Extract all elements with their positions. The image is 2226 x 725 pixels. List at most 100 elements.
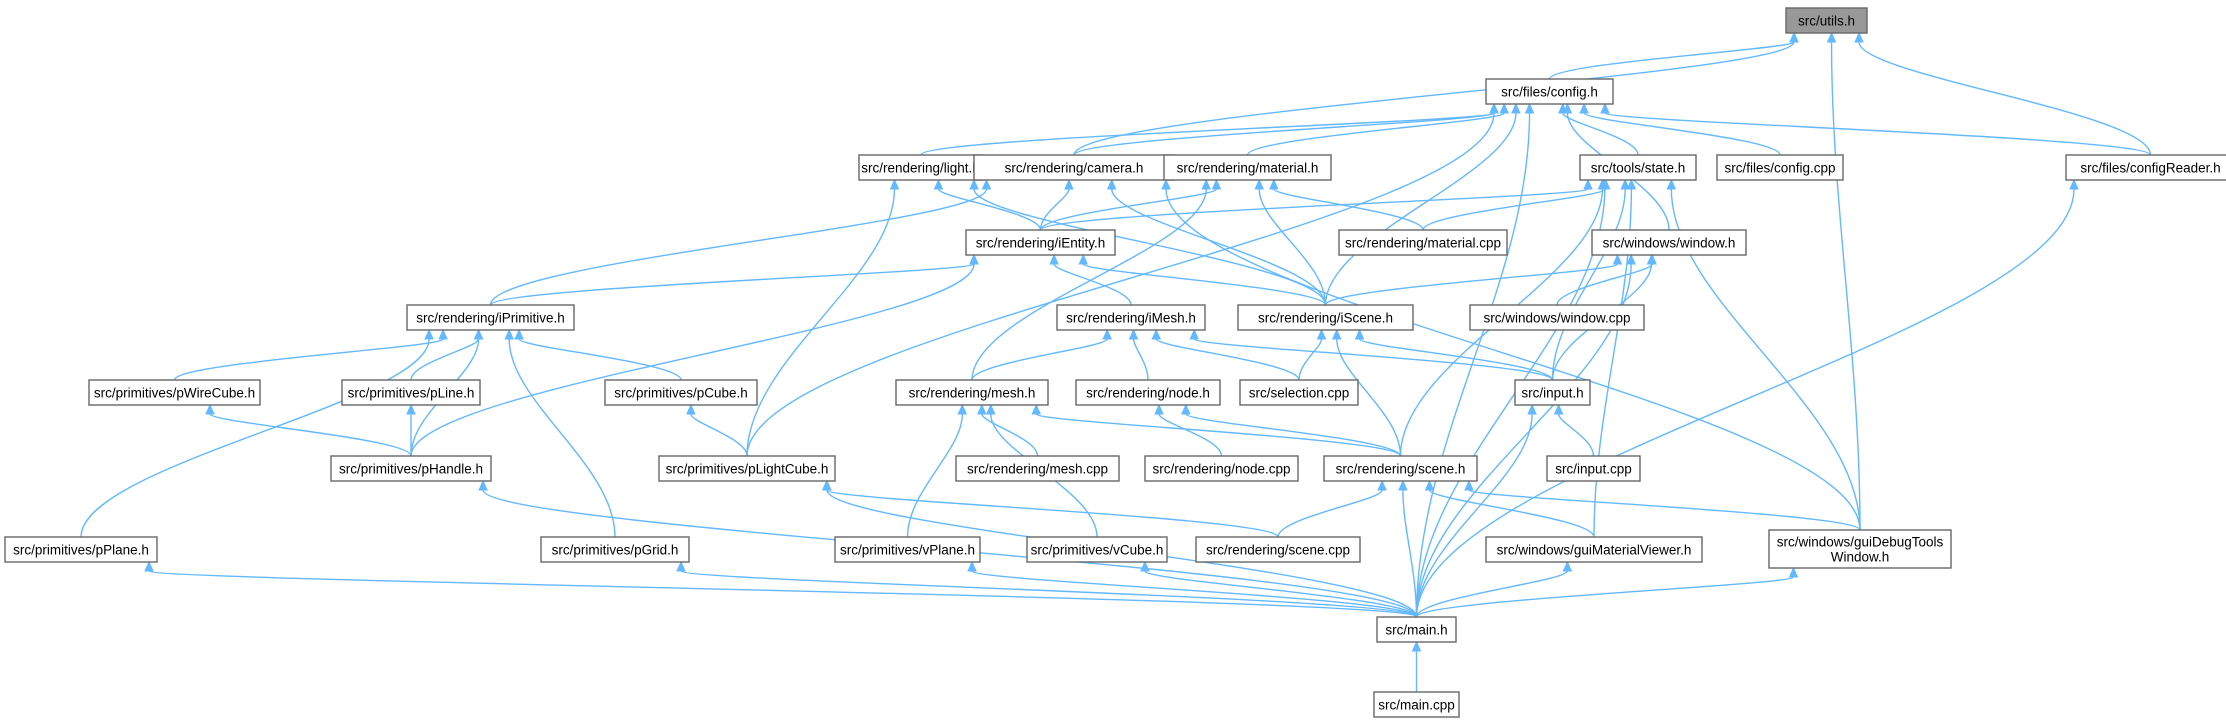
file-node-material[interactable]: src/rendering/material.h — [1163, 154, 1332, 181]
file-node-pWireCube[interactable]: src/primitives/pWireCube.h — [88, 379, 261, 406]
edge-line — [1415, 413, 1533, 618]
edge-scenecpp-to-scene — [1277, 479, 1387, 538]
node-box — [1485, 78, 1614, 105]
edge-arrowhead — [1151, 328, 1161, 340]
edge-line — [1298, 338, 1323, 381]
file-node-meshcpp[interactable]: src/rendering/mesh.cpp — [955, 455, 1120, 482]
edge-arrowhead — [1620, 178, 1630, 190]
edge-arrowhead — [1489, 102, 1499, 114]
file-node-window[interactable]: src/windows/window.h — [1591, 229, 1747, 256]
file-node-vPlane[interactable]: src/primitives/vPlane.h — [834, 536, 981, 563]
file-node-configcpp[interactable]: src/files/config.cpp — [1716, 154, 1844, 181]
edge-line — [1415, 188, 2075, 618]
file-node-camera[interactable]: src/rendering/camera.h — [973, 154, 1175, 181]
edge-line — [1073, 41, 1795, 156]
file-node-nodecpp[interactable]: src/rendering/node.cpp — [1144, 455, 1299, 482]
edge-line — [1858, 41, 2152, 156]
edge-line — [1428, 489, 1595, 538]
edge-arrowhead — [1826, 31, 1837, 43]
edge-arrowhead — [1579, 102, 1589, 114]
file-node-iPrimitive[interactable]: src/rendering/iPrimitive.h — [406, 304, 575, 331]
edge-arrowhead — [1189, 328, 1199, 340]
file-node-node[interactable]: src/rendering/node.h — [1075, 379, 1221, 406]
file-node-pHandle[interactable]: src/primitives/pHandle.h — [330, 455, 492, 482]
file-node-maincpp[interactable]: src/main.cpp — [1373, 691, 1460, 718]
file-node-selection[interactable]: src/selection.cpp — [1239, 379, 1359, 406]
edge-arrowhead — [1626, 253, 1636, 265]
file-node-pLightCube[interactable]: src/primitives/pLightCube.h — [658, 455, 836, 482]
edge-line — [410, 338, 480, 381]
edge-main-to-scene — [1398, 479, 1418, 618]
node-label: src/primitives/vPlane.h — [840, 543, 975, 558]
edge-arrowhead — [1788, 566, 1799, 578]
file-node-input[interactable]: src/input.h — [1514, 379, 1591, 406]
edge-arrowhead — [1411, 640, 1422, 652]
edge-line — [508, 338, 616, 538]
edge-line — [1111, 188, 1327, 306]
edge-arrowhead — [1316, 328, 1327, 340]
edge-line — [148, 570, 1418, 618]
file-node-utils[interactable]: src/utils.h — [1785, 7, 1868, 34]
file-node-vCube[interactable]: src/primitives/vCube.h — [1026, 536, 1168, 563]
edge-main-to-guiDebug — [1415, 566, 1799, 618]
edge-line — [489, 263, 975, 306]
edge-arrowhead — [1789, 31, 1799, 43]
file-node-iScene[interactable]: src/rendering/iScene.h — [1237, 304, 1414, 331]
edge-main-to-configReader — [1415, 178, 2079, 618]
file-node-windowcpp[interactable]: src/windows/window.cpp — [1469, 304, 1645, 331]
edge-arrowhead — [1511, 102, 1521, 114]
file-node-pLine[interactable]: src/primitives/pLine.h — [341, 379, 481, 406]
file-node-scene[interactable]: src/rendering/scene.h — [1323, 455, 1478, 482]
edge-main-to-config — [1415, 102, 1535, 618]
node-label: src/rendering/scene.h — [1336, 462, 1466, 477]
edge-line — [1324, 263, 1619, 306]
node-box — [1579, 154, 1697, 181]
file-node-pGrid[interactable]: src/primitives/pGrid.h — [540, 536, 690, 563]
file-node-pPlane[interactable]: src/primitives/pPlane.h — [4, 536, 158, 563]
file-node-iMesh[interactable]: src/rendering/iMesh.h — [1056, 304, 1206, 331]
edge-arrowhead — [1583, 178, 1593, 190]
edge-arrowhead — [1154, 403, 1164, 415]
edge-material-to-config — [1246, 102, 1509, 156]
node-box — [965, 229, 1116, 256]
edge-line — [973, 188, 1327, 306]
file-node-light[interactable]: src/rendering/light.h — [858, 154, 983, 181]
file-node-scenecpp[interactable]: src/rendering/scene.cpp — [1195, 536, 1361, 563]
edge-arrowhead — [1201, 178, 1211, 190]
edge-pLightCube-to-light — [746, 178, 900, 457]
file-node-main[interactable]: src/main.h — [1376, 616, 1457, 643]
file-node-iEntity[interactable]: src/rendering/iEntity.h — [965, 229, 1116, 256]
edge-iEntity-to-camera — [1039, 178, 1074, 231]
edge-arrowhead — [1254, 178, 1264, 190]
edge-pPlane-to-iPrimitive — [80, 328, 434, 538]
node-box — [1546, 455, 1641, 482]
edge-main-to-vCube — [1140, 560, 1418, 618]
file-node-materialcpp[interactable]: src/rendering/material.cpp — [1338, 229, 1508, 256]
node-label: src/selection.cpp — [1249, 386, 1350, 401]
edge-inputcpp-to-input — [1553, 403, 1595, 457]
node-label: src/primitives/vCube.h — [1031, 543, 1164, 558]
edge-line — [1132, 338, 1149, 381]
file-node-state[interactable]: src/tools/state.h — [1579, 154, 1697, 181]
edge-line — [1073, 112, 1495, 156]
edge-line — [1193, 338, 1554, 381]
file-node-inputcpp[interactable]: src/input.cpp — [1546, 455, 1641, 482]
edge-line — [981, 413, 1039, 457]
edge-arrowhead — [889, 178, 900, 190]
edge-line — [1039, 188, 1218, 231]
file-node-mesh[interactable]: src/rendering/mesh.h — [895, 379, 1049, 406]
edge-pGrid-to-iPrimitive — [504, 328, 616, 538]
file-node-pCube[interactable]: src/primitives/pCube.h — [604, 379, 758, 406]
file-nodes: src/utils.h src/files/config.h src/renderi… — [4, 7, 2226, 718]
file-node-configReader[interactable]: src/files/configReader.h — [2065, 154, 2226, 181]
edge-line — [80, 338, 430, 538]
edge-arrowhead — [1102, 328, 1112, 340]
edge-materialcpp-to-material — [1269, 178, 1424, 231]
node-label: src/utils.h — [1798, 14, 1855, 29]
file-node-guiMat[interactable]: src/windows/guiMaterialViewer.h — [1485, 536, 1703, 563]
edge-arrowhead — [967, 560, 977, 572]
file-node-config[interactable]: src/files/config.h — [1485, 78, 1614, 105]
edge-line — [1402, 489, 1418, 618]
edge-pWireCube-to-iPrimitive — [173, 328, 448, 381]
